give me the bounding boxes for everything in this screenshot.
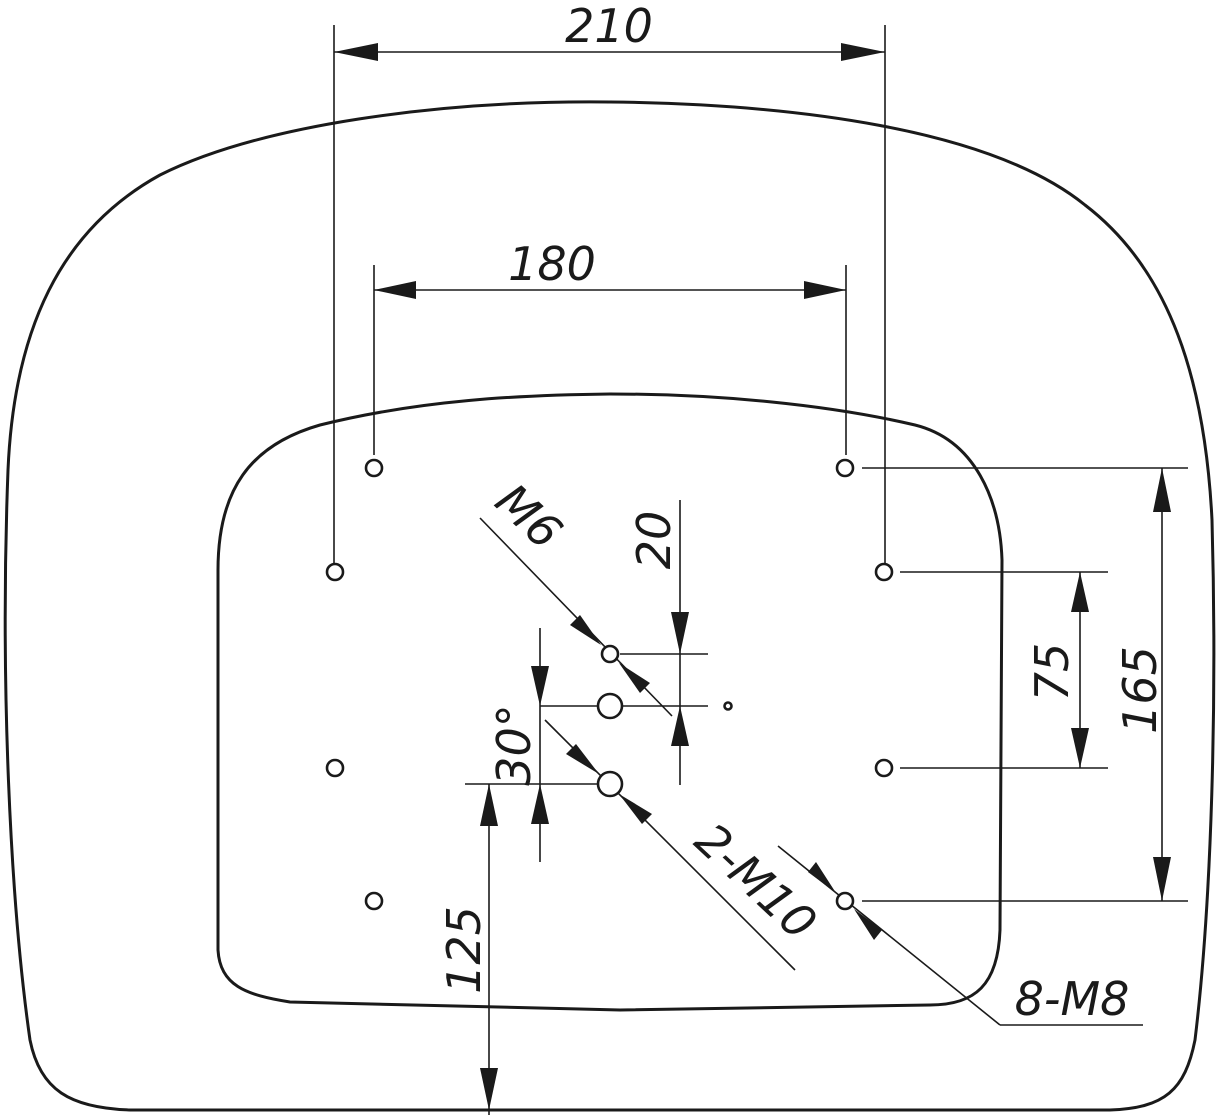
hole-upper-left [325, 562, 345, 582]
hole-bottom-left [364, 891, 384, 911]
dimension-75-label: 75 [1025, 643, 1079, 702]
mounting-plate-outline [216, 392, 1004, 1012]
callout-m6-label: M6 [485, 473, 572, 560]
hole-m10-upper [596, 692, 624, 720]
callout-8-m8-label: 8-M8 [1015, 972, 1130, 1026]
hole-top-left-inner [364, 458, 384, 478]
hole-lower-left [325, 758, 345, 778]
hole-lower-right [874, 758, 894, 778]
callout-m6: M6 [479, 473, 673, 717]
dimension-30-degree: 30° [465, 628, 598, 862]
hole-upper-right [874, 562, 894, 582]
dimension-20-label: 20 [627, 511, 681, 570]
dimension-20: 20 [540, 500, 708, 785]
dimension-165-label: 165 [1113, 646, 1167, 734]
hole-top-right-inner [835, 458, 855, 478]
callout-8-m8: 8-M8 [777, 845, 1143, 1026]
dimension-30-degree-label: 30° [487, 704, 541, 786]
dimension-210-label: 210 [565, 0, 653, 53]
hole-small-pin [723, 701, 733, 711]
dimension-75: 75 [900, 571, 1108, 769]
hole-bottom-right [835, 891, 855, 911]
dimension-180: 180 [373, 237, 847, 455]
hole-m6 [600, 644, 620, 664]
dimension-125-label: 125 [437, 906, 491, 994]
callout-2-m10: 2-M10 [544, 719, 827, 971]
seat-outer-outline [3, 100, 1216, 1112]
dimension-180-label: 180 [508, 237, 596, 291]
dimension-165: 165 [862, 467, 1188, 902]
mounting-holes [325, 458, 894, 911]
hole-m10-lower [596, 770, 624, 798]
dimension-125: 125 [437, 784, 498, 1115]
dimension-210: 210 [333, 0, 886, 572]
